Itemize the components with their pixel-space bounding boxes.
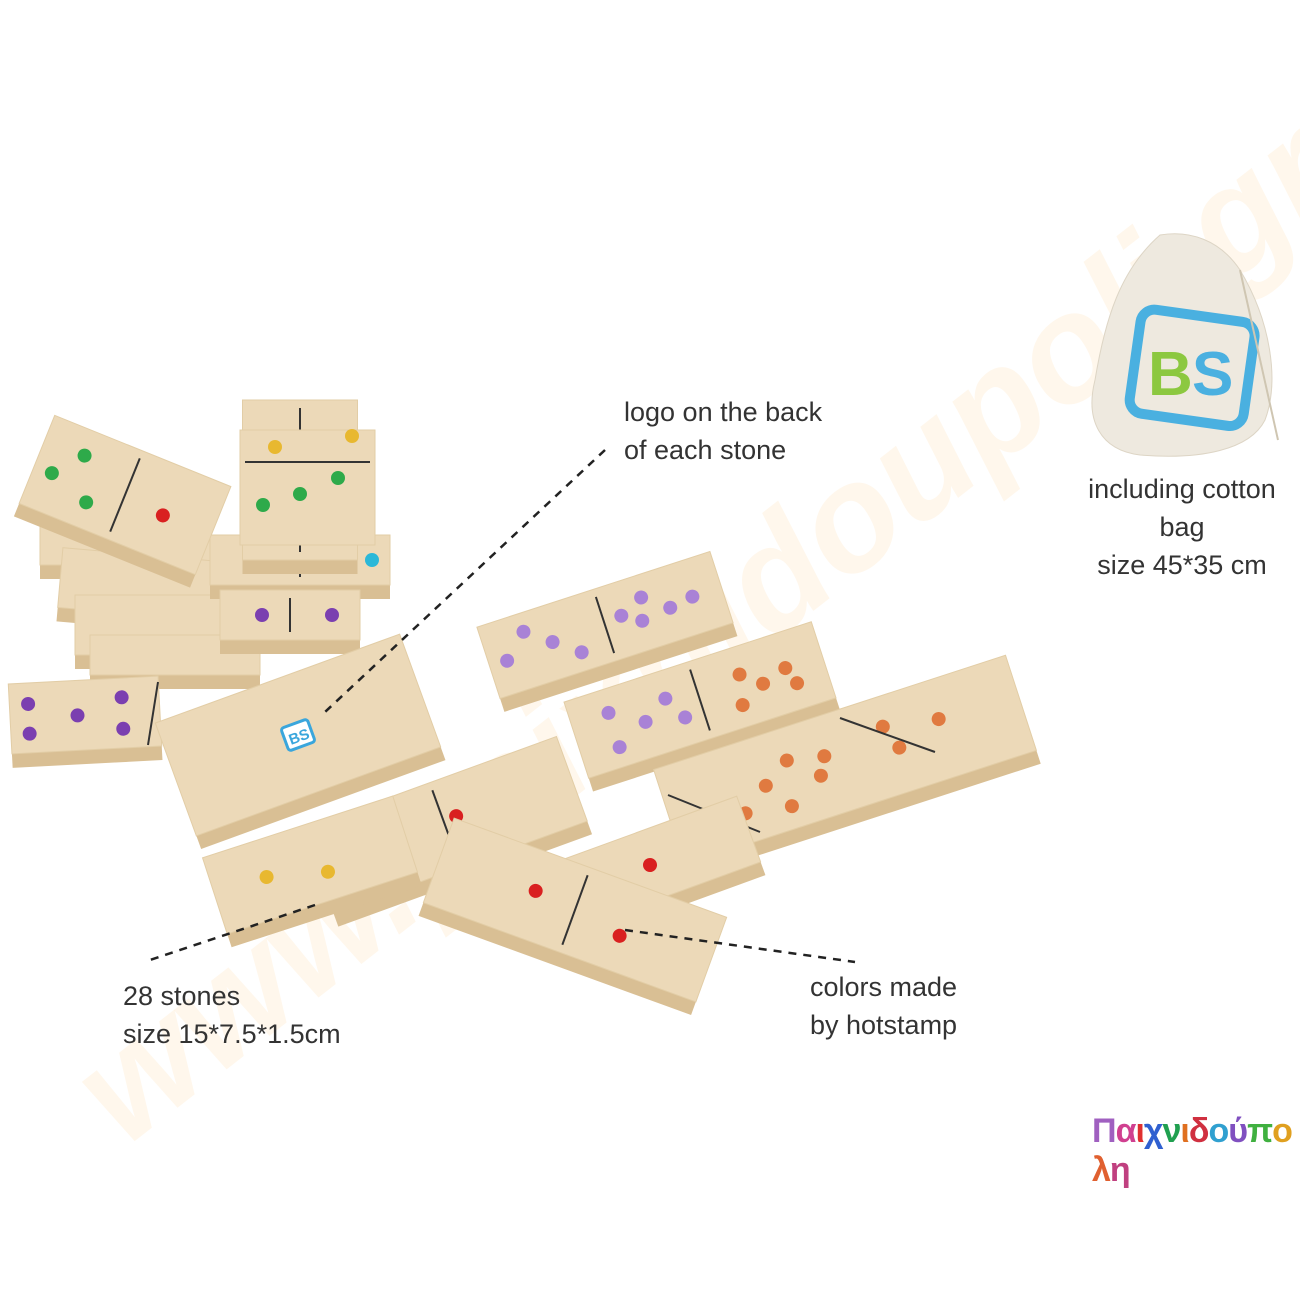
pip — [77, 448, 92, 463]
pip — [21, 696, 36, 711]
pip — [892, 740, 907, 755]
domino-tile — [652, 654, 1041, 879]
pip — [601, 705, 616, 720]
annotation-line: logo on the back — [624, 397, 823, 427]
annotation-line: size 15*7.5*1.5cm — [123, 1019, 341, 1049]
annotation-colors: colors made by hotstamp — [810, 968, 957, 1044]
bag-logo-b: B — [1148, 340, 1193, 409]
pip — [638, 714, 653, 729]
brand-logo-letter: χ — [1143, 1112, 1164, 1150]
brand-logo-letter: ο — [1208, 1112, 1230, 1150]
brand-logo-letter: ι — [1180, 1112, 1190, 1150]
domino-divider — [561, 874, 589, 946]
domino-tile — [563, 621, 841, 792]
annotation-bag: including cotton bag size 45*35 cm — [1062, 470, 1300, 584]
pip — [813, 768, 828, 783]
pip — [685, 589, 700, 604]
annotation-line: 28 stones — [123, 981, 241, 1011]
pip — [758, 778, 773, 793]
pip — [614, 608, 629, 623]
pip — [634, 590, 649, 605]
pip — [732, 667, 747, 682]
pip — [325, 608, 339, 622]
annotation-stones: 28 stones size 15*7.5*1.5cm — [123, 977, 341, 1053]
pip — [756, 676, 771, 691]
domino-tile — [201, 795, 422, 948]
domino-tile — [476, 550, 738, 712]
bs-logo-text: BS — [287, 726, 312, 749]
pip — [678, 710, 693, 725]
brand-logo-letter: ν — [1162, 1112, 1182, 1150]
pip — [79, 495, 94, 510]
annotation-line: by hotstamp — [810, 1010, 958, 1040]
domino-divider — [109, 458, 141, 532]
brand-logo-letter: ο — [1272, 1112, 1293, 1150]
pip — [44, 466, 59, 481]
pip — [365, 553, 379, 567]
leader-line-logo — [324, 449, 606, 713]
leader-lines — [149, 449, 856, 964]
pip — [663, 600, 678, 615]
brand-logo-letter: ύ — [1228, 1112, 1248, 1150]
pip — [735, 698, 750, 713]
brand-logo-letter: λ — [1092, 1151, 1111, 1189]
cotton-bag: B S — [1091, 233, 1279, 457]
pip — [643, 858, 657, 872]
pip — [255, 608, 269, 622]
brand-logo: Παιχνιδούπολη — [1092, 1112, 1300, 1190]
pip — [155, 508, 170, 523]
annotation-line: colors made — [810, 972, 958, 1002]
brand-logo-letter: δ — [1188, 1112, 1210, 1150]
pip — [635, 613, 650, 628]
pip — [500, 653, 515, 668]
brand-logo-letter: π — [1247, 1112, 1273, 1150]
domino-tile: BS — [154, 633, 446, 849]
bs-logo-icon — [280, 718, 316, 752]
pip — [574, 645, 589, 660]
pip — [612, 928, 627, 943]
annotation-line: of each stone — [624, 435, 787, 465]
bag-logo-s: S — [1192, 340, 1233, 409]
annotation-line: bag — [1159, 512, 1205, 542]
pip — [817, 749, 832, 764]
annotation-line: including cotton — [1088, 474, 1276, 504]
pip — [114, 690, 129, 705]
domino-tile — [7, 675, 163, 768]
annotation-logo-back: logo on the back of each stone — [624, 393, 822, 469]
pip — [779, 753, 794, 768]
annotation-line: size 45*35 cm — [1097, 550, 1267, 580]
pip — [22, 726, 37, 741]
pip — [320, 864, 335, 879]
pip — [528, 883, 543, 898]
pip — [612, 740, 627, 755]
domino-tile — [13, 414, 232, 588]
pip — [778, 661, 793, 676]
pip — [875, 719, 890, 734]
pip — [658, 691, 673, 706]
brand-logo-letter: α — [1115, 1112, 1137, 1150]
domino-tile — [418, 817, 728, 1016]
pip — [516, 624, 531, 639]
pip — [790, 676, 805, 691]
domino-tile — [239, 429, 376, 546]
domino-divider — [594, 596, 616, 654]
brand-logo-letter: ι — [1135, 1112, 1145, 1150]
domino-divider — [689, 669, 711, 731]
pip — [259, 870, 274, 885]
pip — [70, 708, 85, 723]
brand-logo-letter: Π — [1092, 1112, 1117, 1150]
domino-tile — [219, 589, 361, 654]
pip — [931, 712, 946, 727]
pip — [545, 635, 560, 650]
brand-logo-letter: η — [1109, 1151, 1131, 1189]
pip — [116, 721, 131, 736]
pip — [784, 799, 799, 814]
